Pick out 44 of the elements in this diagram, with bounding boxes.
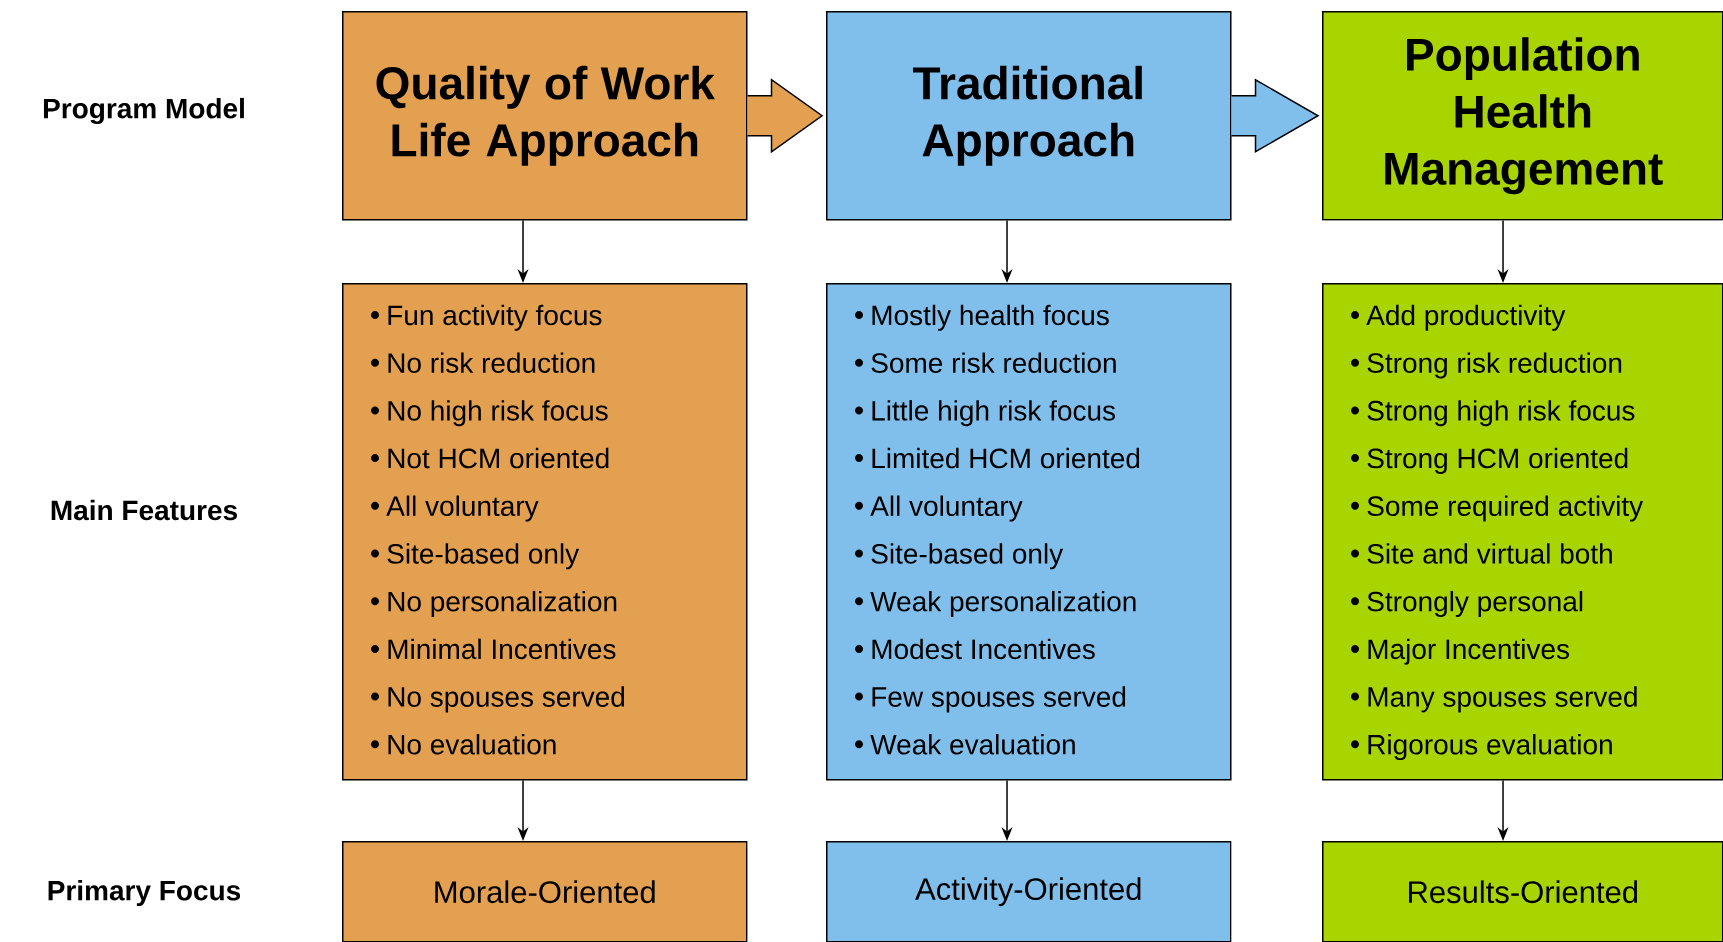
bullet-item: Rigorous evaluation [1351,734,1612,761]
row-label: Primary Focus [48,879,241,907]
bullet-item: All voluntary [855,495,1023,522]
bullet-item: No personalization [371,590,617,617]
bullet-item: Weak personalization [855,590,1136,617]
row-label: Main Features [51,499,237,521]
bullet-item: Strong high risk focus [1351,400,1635,427]
bullet-item: Few spouses served [855,686,1126,713]
feature-list-box [342,283,748,781]
bullet-item: Strong risk reduction [1351,352,1622,379]
block-arrow [1230,78,1320,154]
feature-list-box [1322,283,1723,781]
bullet-item: Mostly health focus [855,304,1109,331]
bullet-item: Site-based only [371,543,580,570]
feature-list-box [826,283,1232,781]
bullet-item: Minimal Incentives [371,638,616,660]
bullet-item: Limited HCM oriented [855,447,1140,469]
bullet-item: Strongly personal [1351,590,1583,617]
bullet-item: No high risk focus [371,400,608,427]
approach-box: Traditional Approach [826,11,1232,221]
bullet-item: No spouses served [371,686,625,713]
bullet-item: Site and virtual both [1351,543,1612,564]
bullet-item: Modest Incentives [855,638,1095,660]
bullet-item: Add productivity [1351,304,1566,331]
bullet-item: Major Incentives [1351,638,1569,665]
bullet-item: No evaluation [371,734,556,755]
bullet-item: Little high risk focus [855,400,1116,427]
block-arrow [746,78,824,154]
bullet-item: Some risk reduction [855,352,1116,373]
bullet-item: Strong HCM oriented [1351,447,1628,474]
row-label: Program Model [43,97,244,125]
focus-box: Activity-Oriented [826,841,1232,942]
bullet-item: Not HCM oriented [371,447,609,469]
approach-box: Population Health Management [1322,11,1723,221]
focus-box: Results-Oriented [1322,841,1723,942]
bullet-item: Weak evaluation [855,734,1075,755]
bullet-item: All voluntary [371,495,539,522]
bullet-item: Many spouses served [1351,686,1637,713]
bullet-item: Fun activity focus [371,304,602,331]
approach-box: Quality of Work Life Approach [342,11,748,221]
bullet-item: No risk reduction [371,352,595,373]
focus-box: Morale-Oriented [342,841,748,942]
bullet-item: Site-based only [855,543,1064,570]
bullet-item: Some required activity [1351,495,1644,522]
